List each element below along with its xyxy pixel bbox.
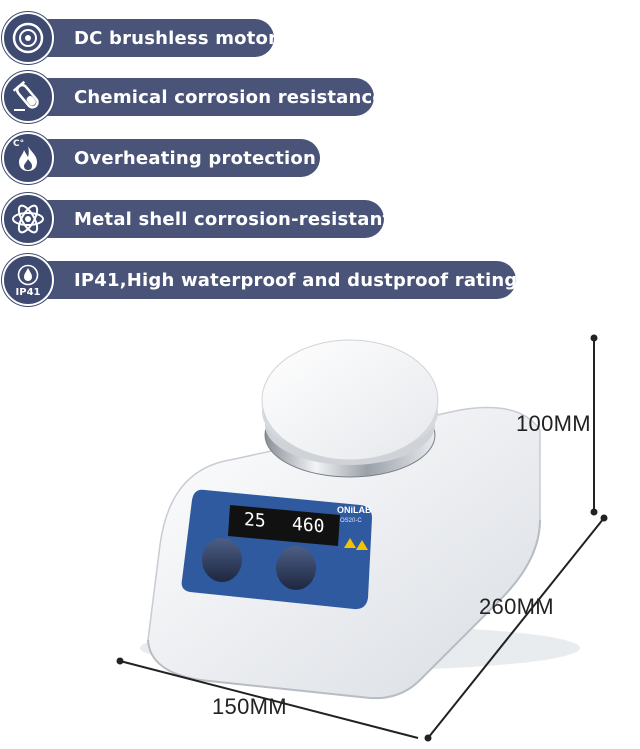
feature-badge bbox=[2, 12, 54, 64]
test-tube-icon bbox=[12, 80, 39, 111]
display-speed: 460 bbox=[292, 513, 325, 538]
height-dimension: 100MM bbox=[516, 411, 591, 436]
feature-label: Overheating protection bbox=[24, 139, 320, 177]
warning-icon bbox=[356, 540, 368, 550]
model-label: OS20-C bbox=[340, 518, 362, 524]
motor-icon bbox=[12, 22, 44, 54]
feature-badge bbox=[2, 193, 54, 245]
feature-label: Chemical corrosion resistance bbox=[24, 78, 385, 116]
ip-rating-label: IP41 bbox=[15, 287, 41, 298]
feature-badge: C° bbox=[2, 132, 54, 184]
celsius-label: C° bbox=[13, 139, 25, 149]
display-screen bbox=[228, 505, 340, 546]
warning-icon bbox=[344, 538, 356, 548]
feature-badge bbox=[2, 71, 54, 123]
depth-dimension: 260MM bbox=[479, 594, 554, 619]
atom-icon bbox=[12, 204, 44, 234]
display-temperature: 25 bbox=[244, 509, 266, 532]
feature-label: DC brushless motor bbox=[24, 19, 277, 57]
brand-logo: ONiLAB bbox=[337, 505, 372, 515]
flame-icon bbox=[19, 146, 37, 171]
heating-plate bbox=[261, 339, 439, 461]
feature-label: Metal shell corrosion-resistant bbox=[24, 200, 391, 238]
water-drop-icon bbox=[17, 264, 39, 286]
speed-knob bbox=[276, 546, 316, 590]
feature-badge: IP41 bbox=[2, 254, 54, 306]
feature-label: IP41,High waterproof and dustproof ratin… bbox=[24, 261, 517, 299]
temperature-knob bbox=[202, 538, 242, 582]
width-dimension: 150MM bbox=[212, 694, 287, 719]
